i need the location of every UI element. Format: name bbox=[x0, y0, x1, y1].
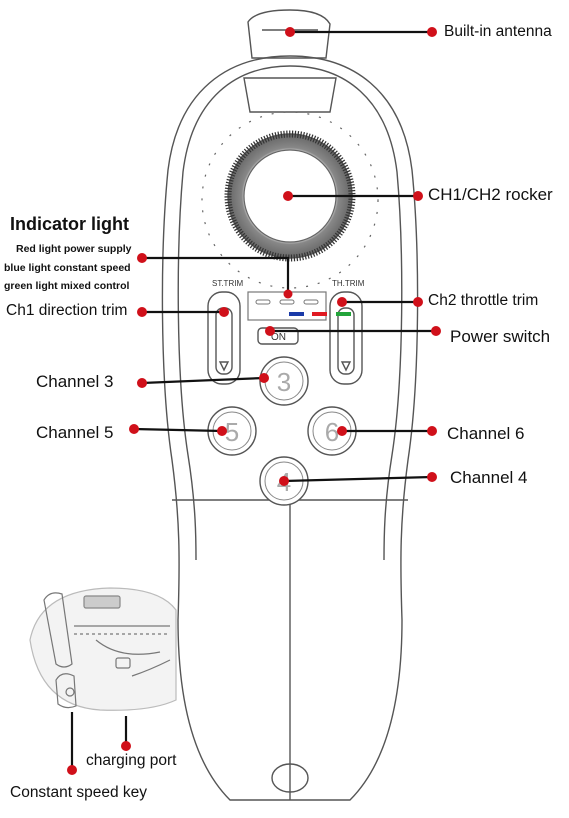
indicator-panel bbox=[247, 291, 351, 321]
label-channel6: Channel 6 bbox=[447, 424, 525, 443]
label-ch2-trim: Ch2 throttle trim bbox=[428, 292, 539, 309]
label-charging-port: charging port bbox=[86, 752, 177, 769]
button-ch3: 3 bbox=[259, 356, 309, 406]
marker-indicator-end bbox=[283, 289, 293, 299]
led-red bbox=[312, 312, 327, 316]
remote-body bbox=[161, 55, 419, 801]
marker-ch6-end bbox=[427, 426, 437, 436]
marker-ch4-end bbox=[427, 472, 437, 482]
marker-power-start bbox=[265, 326, 275, 336]
label-indicator-blue: blue light constant speed bbox=[4, 262, 131, 274]
label-indicator-green: green light mixed control bbox=[4, 280, 130, 292]
marker-antenna-end bbox=[427, 27, 437, 37]
marker-indicator-start bbox=[137, 253, 147, 263]
marker-ch6-start bbox=[337, 426, 347, 436]
marker-ch5-start bbox=[129, 424, 139, 434]
leader-ch4 bbox=[283, 475, 433, 483]
marker-ch2-end bbox=[413, 297, 423, 307]
label-rocker: CH1/CH2 rocker bbox=[428, 185, 553, 204]
label-channel3: Channel 3 bbox=[36, 372, 114, 391]
label-channel4: Channel 4 bbox=[450, 468, 528, 487]
st-trim-text: ST.TRIM bbox=[212, 279, 243, 288]
st-trim-slider bbox=[207, 291, 241, 385]
led-green bbox=[336, 312, 351, 316]
marker-ch1-start bbox=[137, 307, 147, 317]
marker-ch2-start bbox=[337, 297, 347, 307]
label-channel5: Channel 5 bbox=[36, 423, 114, 442]
label-indicator-red: Red light power supply bbox=[16, 243, 132, 255]
svg-text:6: 6 bbox=[325, 417, 339, 447]
marker-ch3-end bbox=[259, 373, 269, 383]
marker-rocker-end bbox=[413, 191, 423, 201]
marker-charging bbox=[121, 741, 131, 751]
svg-text:5: 5 bbox=[225, 417, 239, 447]
marker-ch5-end bbox=[217, 426, 227, 436]
marker-ch3-start bbox=[137, 378, 147, 388]
power-switch: ON bbox=[257, 327, 299, 345]
marker-power-end bbox=[431, 326, 441, 336]
th-trim-slider bbox=[329, 291, 363, 385]
rocker-ring bbox=[201, 111, 379, 289]
leader-ch5 bbox=[133, 427, 223, 433]
inset-detail bbox=[29, 587, 177, 711]
label-power-switch: Power switch bbox=[450, 327, 551, 346]
markers bbox=[67, 27, 441, 775]
marker-ch1-end bbox=[219, 307, 229, 317]
led-blue bbox=[289, 312, 304, 316]
label-ch1-trim: Ch1 direction trim bbox=[6, 302, 128, 319]
leader-ch3 bbox=[141, 376, 265, 385]
leader-indicator bbox=[142, 256, 290, 294]
label-indicator-title: Indicator light bbox=[10, 214, 129, 234]
leader-lines bbox=[70, 30, 436, 770]
label-antenna: Built-in antenna bbox=[444, 23, 552, 40]
power-switch-text: ON bbox=[271, 332, 286, 343]
svg-text:3: 3 bbox=[277, 367, 291, 397]
label-speed-key: Constant speed key bbox=[10, 784, 148, 801]
marker-antenna-start bbox=[285, 27, 295, 37]
marker-rocker-start bbox=[283, 191, 293, 201]
marker-ch4-start bbox=[279, 476, 289, 486]
marker-speed-key bbox=[67, 765, 77, 775]
th-trim-text: TH.TRIM bbox=[332, 279, 365, 288]
